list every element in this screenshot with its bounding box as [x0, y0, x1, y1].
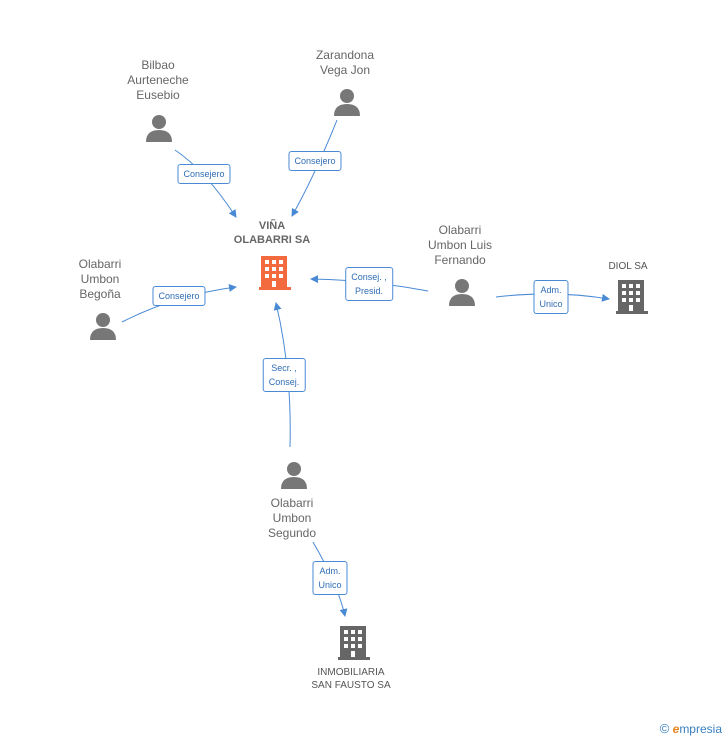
- node-label-vina[interactable]: VIÑA OLABARRI SA: [233, 220, 311, 246]
- node-label-bilbao[interactable]: Bilbao Aurteneche Eusebio: [127, 58, 189, 102]
- edge-label-zarandona[interactable]: Consejero: [288, 151, 342, 171]
- building-icon[interactable]: [338, 626, 370, 660]
- person-icon[interactable]: [449, 279, 475, 306]
- node-label-zarandona[interactable]: Zarandona Vega Jon: [315, 48, 375, 77]
- node-label-diol[interactable]: DIOL SA: [608, 261, 648, 272]
- edge-label-diol[interactable]: Adm. Unico: [533, 280, 569, 314]
- node-label-begona[interactable]: Olabarri Umbon Begoña: [78, 257, 122, 301]
- edge-label-bilbao[interactable]: Consejero: [177, 164, 231, 184]
- edge-label-inmobiliaria[interactable]: Adm. Unico: [312, 561, 348, 595]
- node-label-inmobiliaria[interactable]: INMOBILIARIA SAN FAUSTO SA: [311, 667, 391, 691]
- person-icon[interactable]: [146, 115, 172, 142]
- edge-label-segundo[interactable]: Secr. , Consej.: [262, 358, 306, 392]
- edge-zarandona-vina: [291, 119, 338, 217]
- person-icon[interactable]: [334, 89, 360, 116]
- edge-label-begona[interactable]: Consejero: [152, 286, 206, 306]
- building-icon[interactable]: [259, 256, 291, 290]
- person-icon[interactable]: [90, 313, 116, 340]
- person-icon[interactable]: [281, 462, 307, 489]
- building-icon[interactable]: [616, 280, 648, 314]
- copyright-icon: ©: [659, 721, 670, 736]
- edge-label-luis[interactable]: Consej. , Presid.: [345, 267, 393, 301]
- node-label-segundo[interactable]: Olabarri Umbon Segundo: [267, 496, 317, 540]
- node-label-luis[interactable]: Olabarri Umbon Luis Fernando: [427, 223, 493, 267]
- empresia-logo[interactable]: © empresia: [659, 721, 722, 736]
